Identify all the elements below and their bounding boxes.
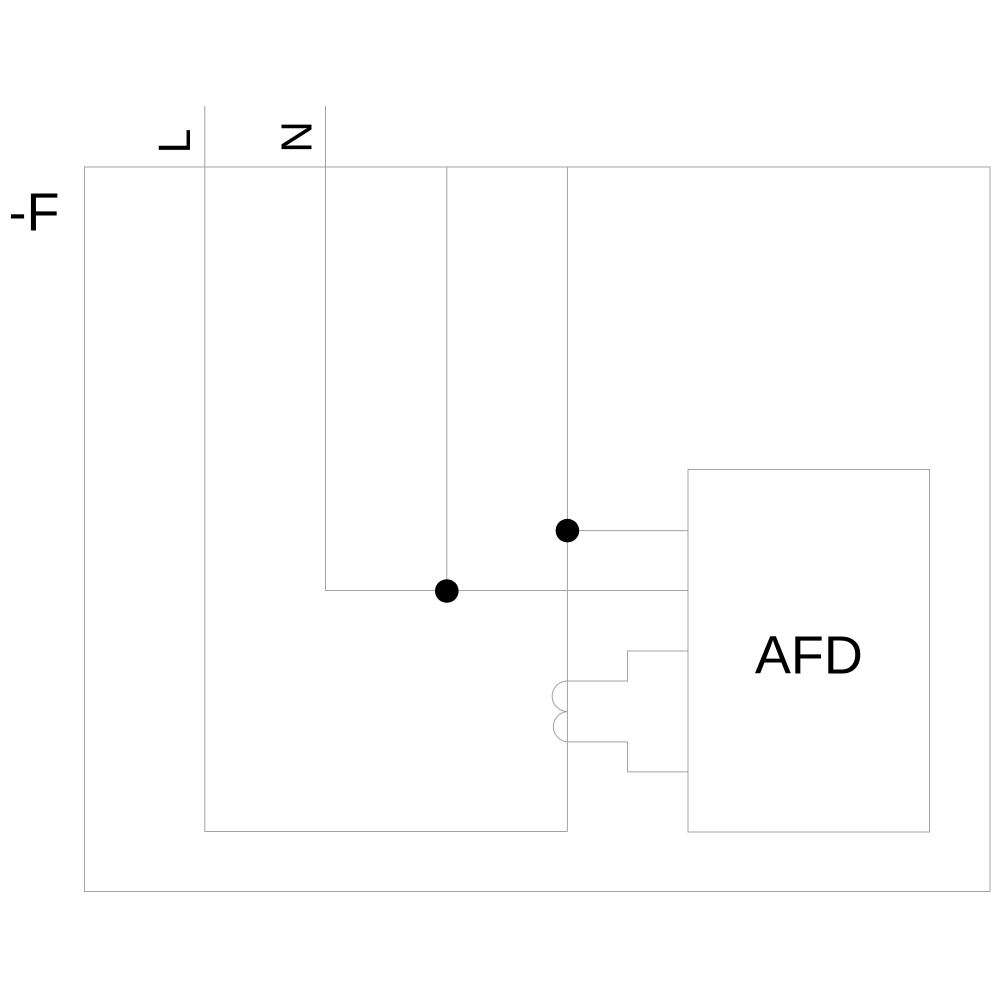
svg-text:AFD: AFD: [755, 626, 863, 686]
svg-text:-F: -F: [9, 183, 60, 243]
svg-text:N: N: [273, 121, 322, 153]
svg-text:L: L: [149, 129, 200, 154]
